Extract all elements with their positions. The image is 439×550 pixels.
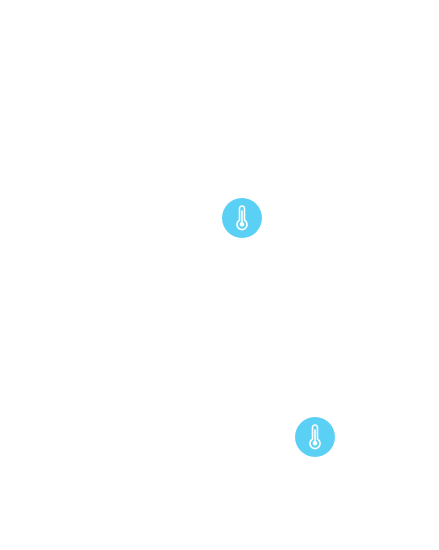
thermometer-icon [236,205,248,231]
temperature-marker[interactable] [222,198,262,238]
thermometer-icon [309,424,321,450]
temperature-marker[interactable] [295,417,335,457]
